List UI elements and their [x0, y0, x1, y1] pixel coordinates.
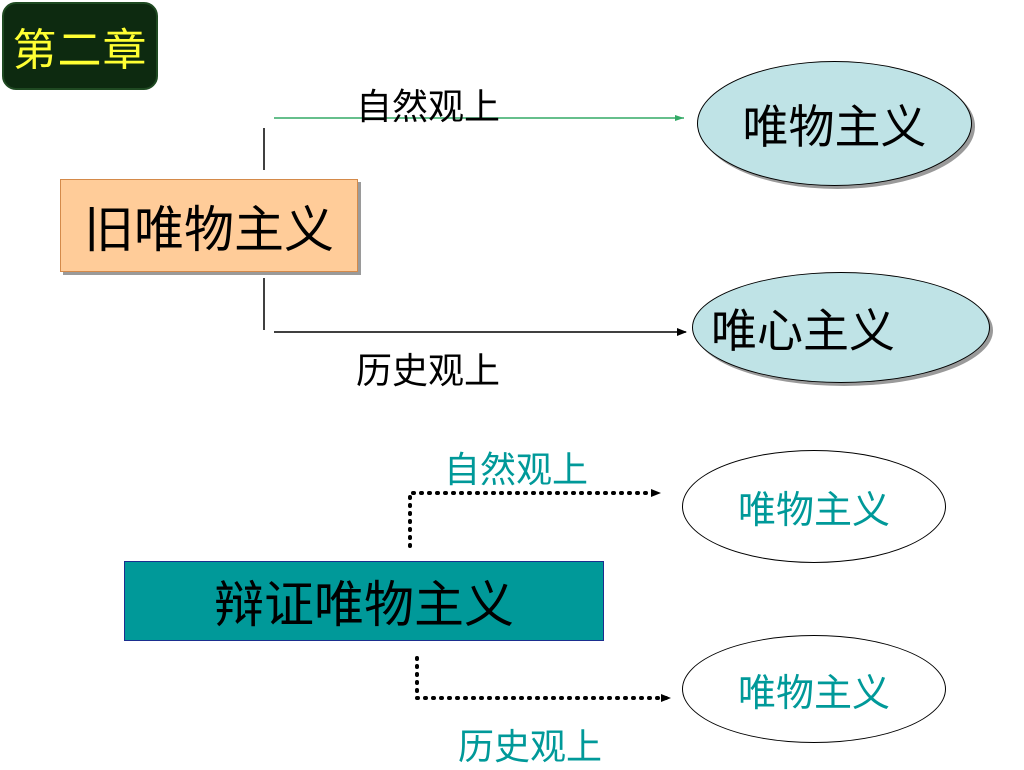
old-lower-target-text: 唯心主义 [711, 303, 895, 358]
old-upper-label: 自然观上 [356, 87, 501, 128]
old-lower-target-ellipse: 唯心主义 [692, 272, 990, 383]
dia-lower-target-ellipse: 唯物主义 [682, 635, 946, 743]
dia-upper-label: 自然观上 [444, 450, 589, 491]
dia-lower-dotted-arrow [415, 656, 672, 702]
dia-upper-target-text: 唯物主义 [737, 488, 890, 532]
dialectical-materialism-box: 辩证唯物主义 [124, 561, 604, 641]
old-materialism-box: 旧唯物主义 [60, 179, 358, 272]
old-upper-target-text: 唯物主义 [742, 99, 927, 154]
old-lower-label: 历史观上 [356, 351, 501, 392]
old-upper-target-ellipse: 唯物主义 [697, 61, 972, 186]
chapter-badge: 第二章 [2, 2, 158, 90]
dialectical-materialism-text: 辩证唯物主义 [214, 576, 514, 634]
dia-lower-target-text: 唯物主义 [737, 670, 890, 715]
old-materialism-text: 旧唯物主义 [84, 200, 334, 259]
dia-upper-target-ellipse: 唯物主义 [682, 450, 946, 563]
dia-lower-label: 历史观上 [458, 727, 603, 768]
dia-upper-dotted-arrow [408, 489, 662, 548]
